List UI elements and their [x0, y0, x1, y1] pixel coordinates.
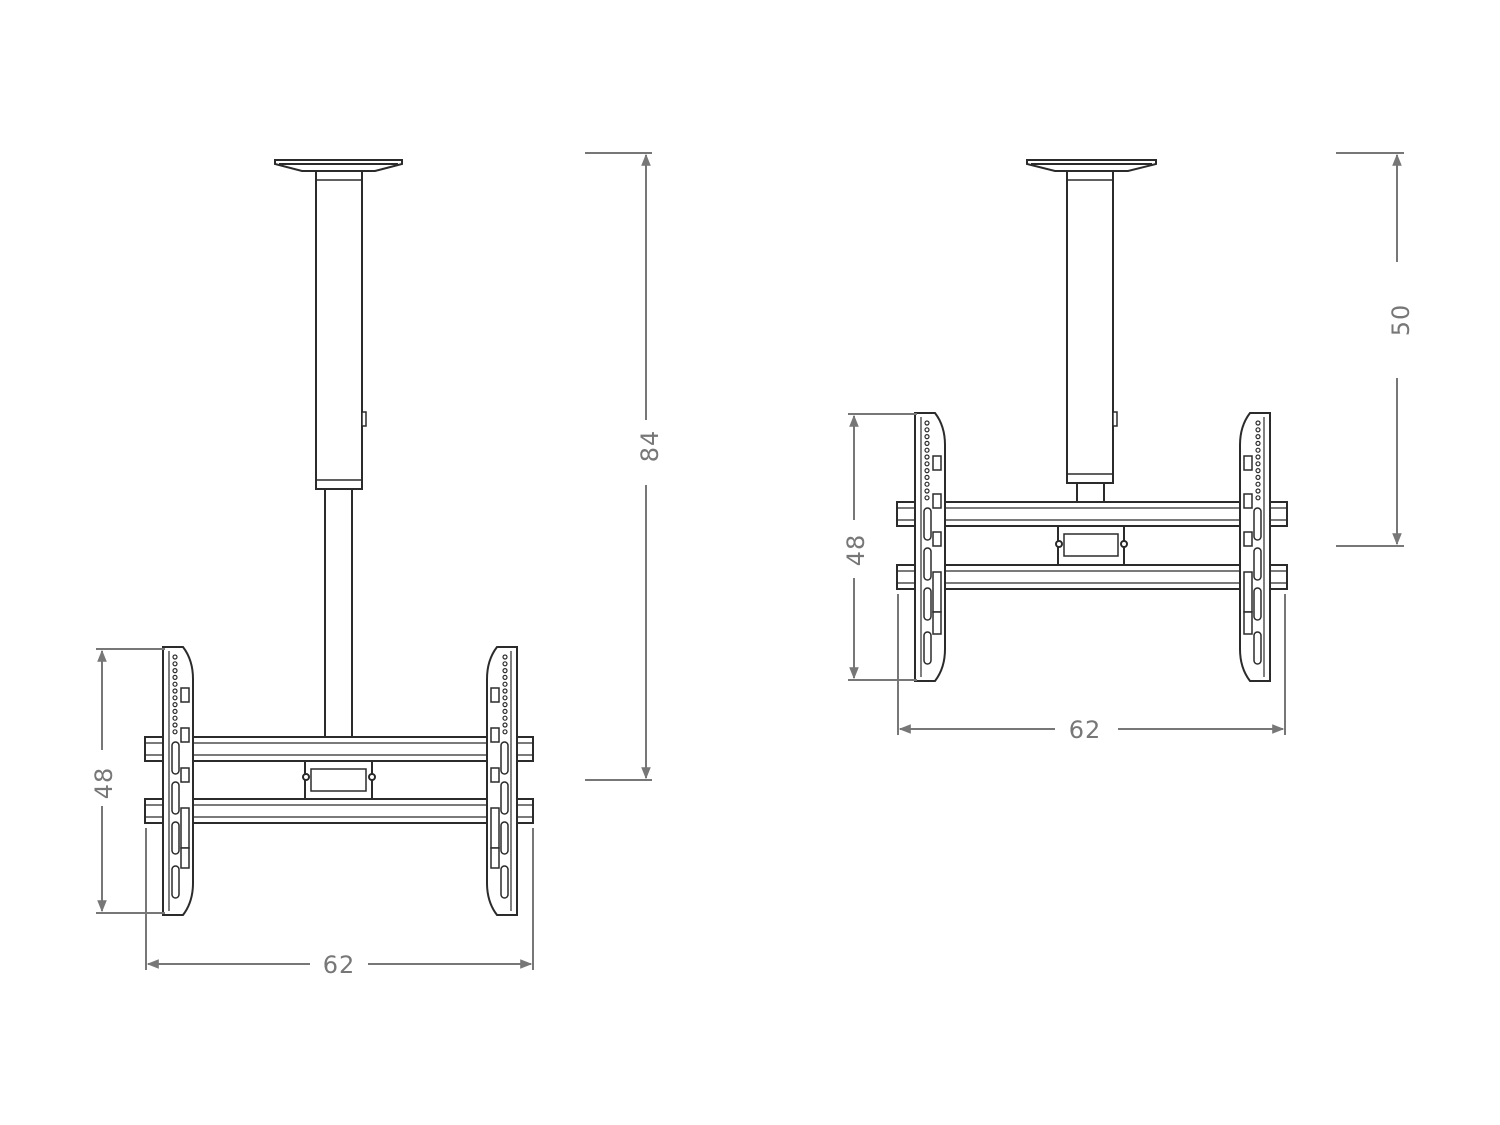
- vesa-hole: [172, 654, 178, 660]
- vesa-hole: [502, 674, 508, 681]
- vesa-hole: [1255, 468, 1261, 474]
- vesa-hole: [172, 667, 178, 674]
- vesa-hole: [1255, 481, 1261, 487]
- vesa-hole: [172, 701, 178, 708]
- retracted-center-bracket: [1055, 525, 1128, 566]
- vesa-hole: [502, 701, 508, 708]
- vesa-hole: [172, 674, 178, 681]
- vesa-hole: [172, 722, 178, 728]
- vesa-hole: [502, 688, 508, 694]
- retracted-width-dimension: [897, 594, 1286, 735]
- vesa-hole: [1255, 495, 1261, 501]
- vesa-hole: [172, 661, 178, 667]
- vesa-hole: [502, 654, 508, 660]
- vesa-hole: [502, 681, 508, 687]
- extended-center-bracket: [302, 760, 376, 800]
- vesa-hole: [172, 688, 178, 694]
- vesa-hole: [1255, 440, 1261, 446]
- vesa-hole: [1255, 447, 1261, 453]
- vesa-hole: [924, 495, 930, 501]
- vesa-hole-column: [1255, 420, 1261, 501]
- retracted-outer-column: [1066, 170, 1114, 484]
- extended-outer-column: [315, 170, 363, 490]
- vesa-hole-column: [924, 420, 930, 501]
- vesa-hole: [924, 461, 930, 467]
- vesa-hole: [502, 661, 508, 667]
- vesa-hole: [924, 481, 930, 487]
- vesa-hole: [1255, 474, 1261, 480]
- extended-bracket-height-dimension: [96, 648, 165, 914]
- vesa-hole: [1255, 461, 1261, 467]
- retracted-inner-pole: [1076, 482, 1105, 503]
- vesa-hole: [1255, 454, 1261, 460]
- vesa-hole: [502, 722, 508, 728]
- vesa-hole: [924, 474, 930, 480]
- vesa-hole: [1255, 420, 1261, 426]
- retracted-bracket-height-label: 48: [842, 534, 870, 567]
- extended-bracket-height-label: 48: [90, 767, 118, 800]
- vesa-hole: [502, 729, 508, 735]
- extended-width-dimension: [145, 828, 534, 970]
- extended-left-vesa-bracket: [162, 646, 194, 916]
- vesa-hole: [502, 708, 508, 715]
- vesa-hole: [1255, 427, 1261, 433]
- extended-rails: [144, 736, 534, 824]
- retracted-left-vesa-bracket: [914, 412, 946, 682]
- vesa-hole: [924, 427, 930, 433]
- extended-ceiling-plate: [274, 159, 403, 172]
- retracted-mount-view: 50 48 62: [842, 152, 1415, 744]
- vesa-hole-column: [172, 654, 178, 735]
- vesa-hole: [924, 468, 930, 474]
- vesa-hole: [172, 715, 178, 721]
- retracted-bracket-height-dimension: [848, 413, 917, 681]
- retracted-height-dimension: [1336, 152, 1404, 547]
- extended-height-dimension: [585, 152, 652, 781]
- vesa-hole: [1255, 488, 1261, 494]
- extended-mount-view: 84 48 62: [90, 152, 664, 979]
- vesa-hole: [172, 695, 178, 701]
- extended-inner-pole: [324, 488, 353, 738]
- vesa-hole-column: [502, 654, 508, 735]
- vesa-hole: [924, 454, 930, 460]
- vesa-hole: [924, 447, 930, 453]
- vesa-hole: [924, 420, 930, 426]
- extended-right-vesa-bracket: [486, 646, 518, 916]
- vesa-hole: [502, 695, 508, 701]
- vesa-hole: [172, 708, 178, 715]
- vesa-hole: [924, 440, 930, 446]
- vesa-hole: [924, 434, 930, 440]
- vesa-hole: [924, 488, 930, 494]
- retracted-height-label: 50: [1387, 304, 1415, 337]
- retracted-right-vesa-bracket: [1239, 412, 1271, 682]
- vesa-hole: [172, 681, 178, 687]
- vesa-hole: [502, 715, 508, 721]
- retracted-width-label: 62: [1069, 716, 1102, 744]
- vesa-hole: [1255, 434, 1261, 440]
- extended-width-label: 62: [323, 951, 356, 979]
- vesa-hole: [502, 667, 508, 674]
- retracted-ceiling-plate: [1026, 159, 1157, 172]
- vesa-hole: [172, 729, 178, 735]
- extended-height-label: 84: [636, 430, 664, 463]
